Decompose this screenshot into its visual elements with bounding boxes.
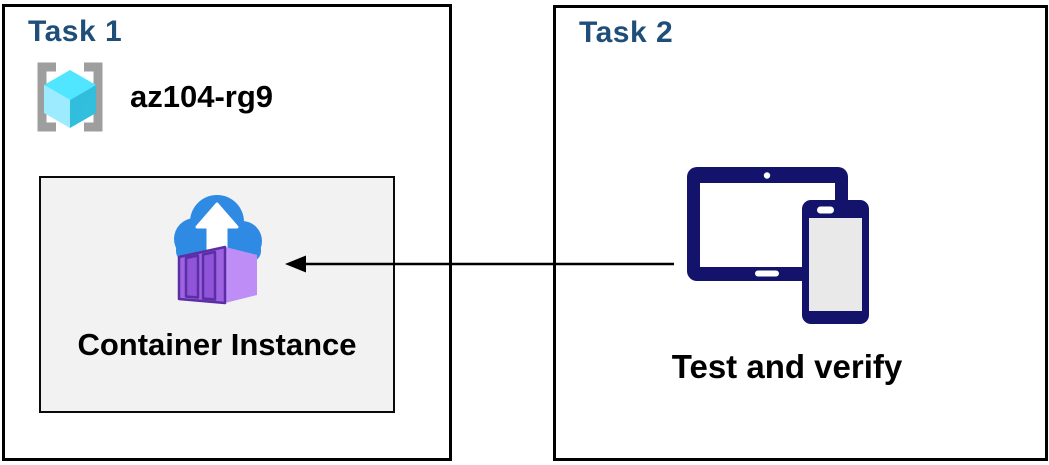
resource-group-name: az104-rg9 (130, 79, 274, 114)
container-instance-label: Container Instance (77, 327, 357, 362)
task1-title: Task 1 (28, 15, 123, 48)
container-instance-icon (174, 195, 262, 305)
devices-icon (687, 167, 869, 324)
task1-panel: Task 1 az104-rg9 (2, 4, 452, 461)
container-instance-card: Container Instance (39, 176, 395, 413)
test-and-verify-label: Test and verify (671, 348, 903, 385)
left-arrow-connector (285, 255, 674, 273)
resource-group-icon (37, 62, 103, 132)
task2-title: Task 2 (579, 16, 674, 49)
resource-group: az104-rg9 (28, 60, 273, 134)
task2-panel: Task 2 Test and verify (553, 5, 1048, 461)
